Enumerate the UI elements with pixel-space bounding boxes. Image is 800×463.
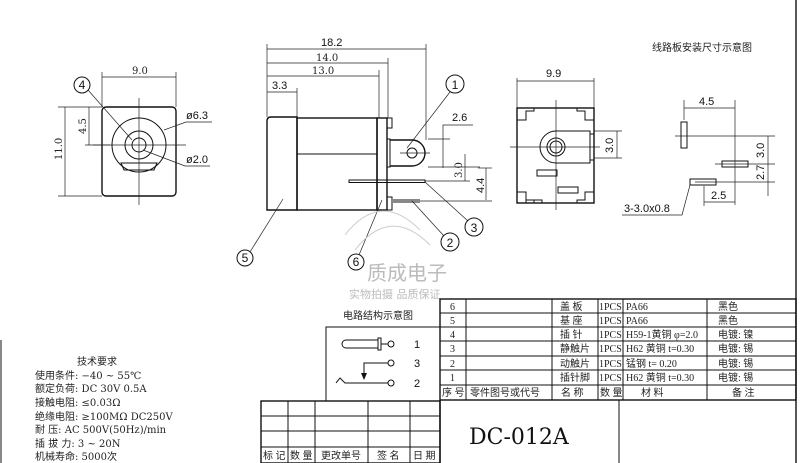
rev-header-qty: 数 量 (290, 449, 313, 462)
row-5-qty: 1PCS (599, 316, 622, 327)
tech-line: 额定负荷: DC 30V 0.5A (35, 382, 147, 395)
row-3-note: 电镀: 锡 (718, 342, 753, 355)
parts-table (439, 298, 797, 401)
tech-line: 插 拔 力: 3 ~ 20N (35, 437, 121, 450)
back-width-dim: 9.9 (546, 68, 561, 80)
callout-5: 5 (242, 251, 249, 265)
parts-table-cells: 6 盖 板 1PCS PA66 黑色 5 基 座 1PCS PA66 黑色 4 … (442, 300, 755, 399)
back-height-dim: 3.0 (604, 138, 616, 153)
circuit-pin-1: 1 (414, 339, 420, 351)
header-name: 名 称 (561, 386, 584, 399)
slot-note: 3-3.0x0.8 (624, 203, 670, 215)
overall-length-dim: 18.2 (321, 37, 342, 49)
length-3-3-dim: 3.3 (272, 80, 287, 92)
row-1-no: 1 (450, 373, 455, 384)
row-3-qty: 1PCS (599, 344, 622, 355)
row-6-no: 6 (450, 302, 455, 313)
pin-diameter-dim: ø2.0 (186, 154, 208, 166)
row-2-no: 2 (450, 359, 455, 370)
row-2-material: 锰钢 t= 0.20 (626, 357, 677, 370)
rev-header-date: 日 期 (413, 450, 436, 462)
dim-4-4: 4.4 (475, 178, 487, 193)
circuit-diagram: 电路结构示意图 1 3 2 (325, 309, 440, 401)
front-view: 9.0 11.0 4.5 4 ø6.3 ø2.0 (54, 66, 212, 205)
row-3-name: 静触片 (560, 342, 590, 355)
pcb-layout-title: 线路板安装尺寸示意图 (652, 41, 752, 54)
pcb-dim-2-5: 2.5 (711, 190, 726, 202)
row-4-qty: 1PCS (599, 330, 622, 341)
row-2-qty: 1PCS (599, 359, 622, 370)
row-1-note: 电镀: 锡 (718, 371, 753, 384)
row-5-note: 黑色 (718, 314, 738, 327)
callout-3: 3 (471, 221, 478, 235)
length-13-dim: 13.0 (312, 66, 334, 77)
row-3-material: H62 黄铜 t=0.30 (626, 342, 694, 355)
row-4-note: 电镀: 镍 (718, 328, 753, 341)
row-6-qty: 1PCS (599, 302, 622, 313)
row-1-material: H62 黄铜 t=0.30 (626, 371, 694, 384)
rev-header-mark: 标 记 (263, 450, 286, 462)
circuit-title: 电路结构示意图 (343, 309, 413, 322)
row-6-note: 黑色 (718, 300, 738, 313)
watermark-slogan: 实物拍摄 品质保证 (349, 287, 441, 301)
callout-6: 6 (353, 255, 360, 269)
callout-1: 1 (452, 78, 459, 92)
watermark: 质成电子 实物拍摄 品质保证 (344, 210, 447, 301)
tech-line: 机械寿命: 5000次 (35, 450, 117, 463)
callout-4: 4 (79, 78, 86, 92)
back-view: 9.9 3.0 (510, 68, 622, 210)
row-4-material: H59-1黄铜 φ=2.0 (626, 328, 698, 341)
dim-3-0: 3.0 (454, 162, 465, 178)
title-block: DC-012A (439, 400, 620, 463)
row-1-name: 插针脚 (560, 371, 590, 384)
row-1-qty: 1PCS (599, 373, 622, 384)
row-2-note: 电镀: 锡 (718, 357, 753, 370)
revision-table: 标 记 数 量 更改单号 签 名 日 期 (260, 400, 441, 463)
pcb-dim-4-5: 4.5 (699, 96, 714, 108)
header-material: 材 料 (641, 386, 664, 399)
watermark-brand: 质成电子 (367, 261, 447, 285)
side-view: 18.2 14.0 13.0 3.3 2.6 3.0 4.4 1 3 2 5 6 (236, 37, 492, 271)
header-qty: 数 量 (600, 386, 623, 399)
tech-title: 技术要求 (77, 355, 117, 368)
row-4-no: 4 (450, 330, 455, 341)
row-4-name: 插 针 (560, 328, 583, 341)
pcb-dim-2-7: 2.7 (755, 165, 767, 180)
row-5-no: 5 (450, 316, 455, 327)
row-5-material: PA66 (626, 316, 648, 327)
row-2-name: 动触片 (560, 357, 590, 370)
rev-header-change-no: 更改单号 (321, 449, 361, 462)
outer-diameter-dim: ø6.3 (186, 110, 208, 122)
tech-line: 绝缘电阻: ≥100MΩ DC250V (35, 410, 173, 423)
row-6-material: PA66 (626, 302, 648, 313)
tech-line: 使用条件: −40 ~ 55℃ (35, 369, 141, 382)
tech-requirements: 技术要求 使用条件: −40 ~ 55℃ 额定负荷: DC 30V 0.5A 接… (35, 355, 173, 463)
circuit-pin-3: 3 (414, 358, 420, 370)
row-3-no: 3 (450, 344, 455, 355)
row-6-name: 盖 板 (560, 300, 583, 313)
tech-line: 接触电阻: ≤0.03Ω (35, 396, 120, 409)
header-part-code: 零件图号或代号 (470, 387, 540, 399)
front-height-dim: 11.0 (54, 138, 65, 160)
callout-4-circle (73, 76, 91, 94)
header-no: 序 号 (442, 386, 465, 399)
row-5-name: 基 座 (560, 314, 583, 327)
length-14-dim: 14.0 (316, 53, 338, 64)
callout-2: 2 (447, 236, 454, 250)
header-note: 备 注 (732, 386, 755, 399)
front-center-dim: 4.5 (78, 118, 89, 134)
rev-header-signature: 签 名 (377, 449, 400, 462)
tech-line: 耐 压: AC 500V(50Hz)/min (35, 423, 167, 436)
front-width-dim: 9.0 (132, 66, 148, 77)
pcb-dim-3-0: 3.0 (755, 143, 767, 158)
part-number: DC-012A (469, 425, 570, 450)
pcb-layout: 线路板安装尺寸示意图 4.5 3.0 2.7 2.5 3-3.0x0.8 (622, 41, 775, 216)
circuit-pin-2: 2 (414, 378, 420, 390)
dim-2-6: 2.6 (452, 112, 467, 124)
